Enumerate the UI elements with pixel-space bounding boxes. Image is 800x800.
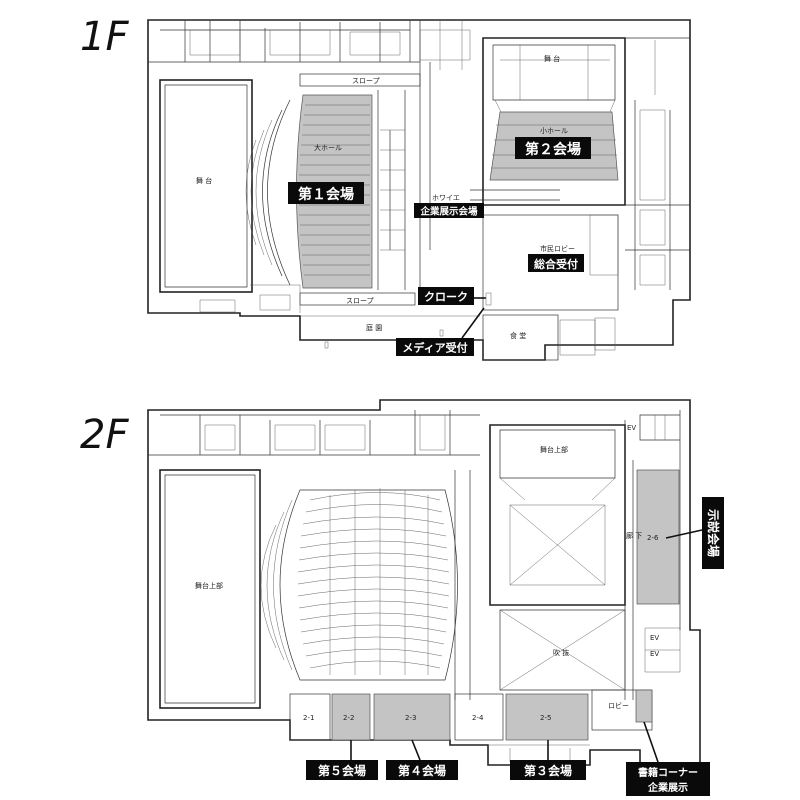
room-2-1-label: 2-1 bbox=[303, 714, 314, 722]
f2-ev-top-label: EV bbox=[627, 424, 636, 432]
f2-atrium-label: 吹 抜 bbox=[553, 648, 569, 657]
poster-pointer bbox=[665, 529, 703, 539]
svg-text:クローク: クローク bbox=[424, 291, 468, 304]
exhibit-hall-tag: 企業展示会場 bbox=[414, 203, 484, 218]
poster-venue-tag: 示説会場 bbox=[702, 497, 724, 569]
f1-small-stage-label: 舞 台 bbox=[544, 54, 560, 63]
f1-foyer-label: ホワイエ bbox=[432, 194, 460, 202]
f2-corridor-label: 廊 下 bbox=[626, 531, 642, 540]
venue5-tag: 第５会場 bbox=[306, 760, 378, 780]
media-reception-tag: メディア受付 bbox=[396, 338, 474, 356]
f1-outer-wall bbox=[147, 19, 691, 361]
venue4-pointer bbox=[411, 739, 421, 761]
venue1-tag: 第１会場 bbox=[288, 182, 364, 204]
f1-slope-top-label: スロープ bbox=[352, 77, 380, 85]
floor-2f: 2F bbox=[80, 399, 724, 796]
floor-2f-label: 2F bbox=[80, 412, 129, 458]
media-reception-pointer bbox=[461, 307, 485, 339]
f1-slope-bottom-label: スロープ bbox=[346, 297, 374, 305]
svg-text:書籍コーナー: 書籍コーナー bbox=[638, 766, 698, 779]
f1-cafeteria-label: 食 堂 bbox=[510, 331, 526, 340]
svg-text:第１会場: 第１会場 bbox=[298, 186, 354, 203]
room-2-5 bbox=[505, 693, 589, 741]
svg-text:メディア受付: メディア受付 bbox=[402, 341, 467, 355]
venue4-tag: 第４会場 bbox=[386, 760, 458, 780]
f1-small-hall-label: 小ホール bbox=[540, 126, 568, 135]
svg-text:第５会場: 第５会場 bbox=[318, 763, 366, 778]
svg-text:第２会場: 第２会場 bbox=[525, 141, 581, 158]
f2-stage-upper-room bbox=[159, 469, 261, 709]
f2-ev-mid-label: EV bbox=[650, 634, 659, 642]
f2-small-stage-upper-label: 舞台上部 bbox=[540, 445, 568, 454]
room-2-5-label: 2-5 bbox=[540, 714, 551, 722]
room-2-4-label: 2-4 bbox=[472, 714, 484, 722]
room-2-1 bbox=[289, 693, 331, 741]
room-2-4 bbox=[454, 693, 504, 741]
f1-lobby-label: 市民ロビー bbox=[540, 244, 575, 253]
books-corner-area bbox=[635, 689, 653, 723]
f1-cafeteria bbox=[482, 314, 559, 361]
f1-stage-room bbox=[159, 79, 253, 293]
room-2-2-label: 2-2 bbox=[343, 714, 354, 722]
f2-ev-low-label: EV bbox=[650, 650, 659, 658]
svg-text:企業展示: 企業展示 bbox=[647, 781, 688, 794]
reception-tag: 総合受付 bbox=[528, 254, 584, 272]
svg-text:第４会場: 第４会場 bbox=[398, 763, 446, 778]
room-2-3-label: 2-3 bbox=[405, 714, 416, 722]
venue2-tag: 第２会場 bbox=[515, 137, 591, 159]
room-2-3 bbox=[373, 693, 451, 741]
f2-stage-upper-label: 舞台上部 bbox=[195, 581, 223, 590]
floor-1f: 1F bbox=[80, 14, 691, 361]
svg-text:第３会場: 第３会場 bbox=[524, 763, 572, 778]
venue3-tag: 第３会場 bbox=[510, 760, 586, 780]
room-2-6-label: 2-6 bbox=[647, 534, 659, 542]
cloakroom-tag: クローク bbox=[418, 287, 474, 305]
floor-1f-label: 1F bbox=[80, 14, 129, 60]
books-pointer bbox=[643, 721, 659, 763]
books-corner-tag: 書籍コーナー 企業展示 bbox=[626, 762, 710, 796]
f1-stage-label: 舞 台 bbox=[196, 176, 212, 185]
f1-large-hall-label: 大ホール bbox=[314, 143, 342, 152]
svg-text:総合受付: 総合受付 bbox=[534, 257, 578, 271]
room-2-2 bbox=[331, 693, 371, 741]
f2-lobby-label: ロビー bbox=[608, 701, 629, 710]
svg-text:示説会場: 示説会場 bbox=[706, 508, 721, 557]
svg-text:企業展示会場: 企業展示会場 bbox=[419, 206, 478, 218]
f1-garden-label: 庭 園 bbox=[366, 323, 382, 332]
